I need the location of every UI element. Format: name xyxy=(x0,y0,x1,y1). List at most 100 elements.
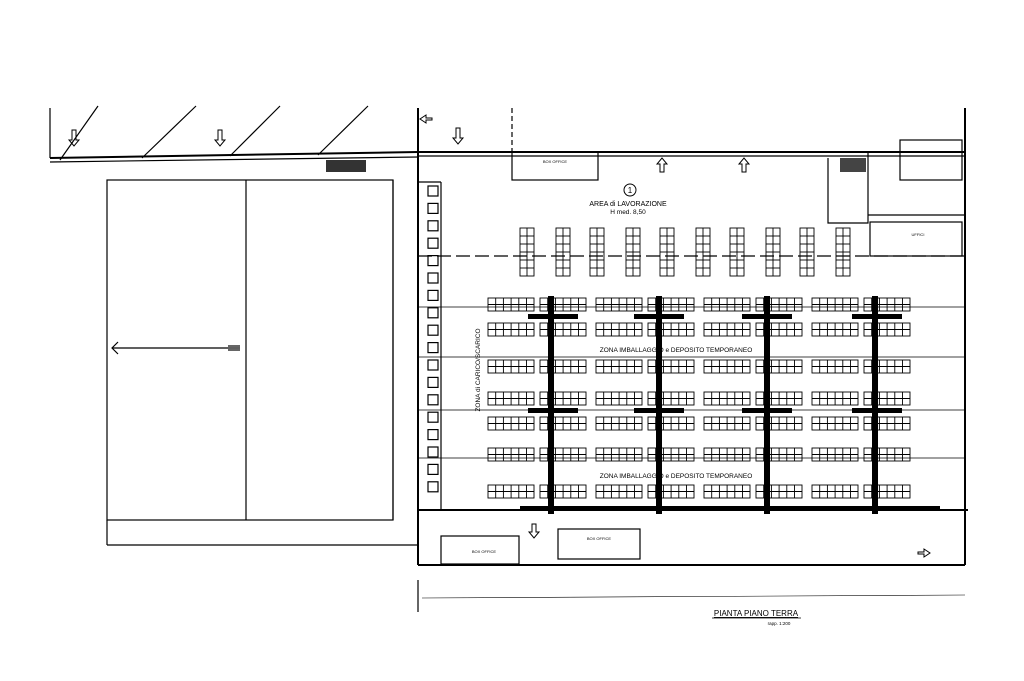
exit-arrow-icon xyxy=(737,157,751,173)
shelf-unit xyxy=(595,416,643,431)
dock-door xyxy=(427,289,439,301)
shelf-unit xyxy=(863,297,911,312)
rack-unit xyxy=(765,227,781,277)
shelf-unit xyxy=(703,297,751,312)
shelf-unit xyxy=(863,322,911,337)
drawing-scale: rapp. 1:200 xyxy=(768,621,791,626)
dock-door xyxy=(427,481,439,493)
shelf-unit xyxy=(595,484,643,499)
shelf-unit xyxy=(755,322,803,337)
conveyor-bar-3 xyxy=(742,314,792,319)
exit-arrow-icon xyxy=(451,127,465,145)
services-room xyxy=(899,139,963,181)
shelf-unit xyxy=(755,447,803,462)
shelf-unit xyxy=(647,391,695,406)
loading-zone-label: ZONA di CARICO/SCARICO xyxy=(475,328,482,411)
canopy-hatch-2 xyxy=(141,105,197,159)
box-office-top-label: BOX OFFICE xyxy=(543,159,568,164)
dock-door xyxy=(427,272,439,284)
shelf-unit xyxy=(703,484,751,499)
shelf-unit xyxy=(487,359,535,374)
conveyor-bar-8 xyxy=(852,408,902,413)
shelf-unit xyxy=(647,484,695,499)
box-office-bottom-label: BOX OFFICE xyxy=(472,549,497,554)
shelf-unit xyxy=(703,447,751,462)
exit-arrows xyxy=(67,114,931,558)
exit-arrow-icon xyxy=(419,114,433,124)
shelf-unit xyxy=(647,297,695,312)
shelf-unit xyxy=(703,416,751,431)
shelf-unit xyxy=(647,322,695,337)
shelf-unit xyxy=(539,359,587,374)
shelf-unit xyxy=(811,359,859,374)
shelf-unit xyxy=(703,322,751,337)
plan-labels: 1 AREA di LAVORAZIONE H med. 8,50 ZONA I… xyxy=(472,159,925,626)
shelf-unit xyxy=(863,391,911,406)
zone-number: 1 xyxy=(628,186,633,195)
rack-unit xyxy=(519,227,535,277)
rack-unit xyxy=(589,227,605,277)
shelf-unit xyxy=(811,416,859,431)
dock-door xyxy=(427,429,439,441)
shelf-unit xyxy=(487,322,535,337)
dock-door xyxy=(427,237,439,249)
shelf-unit xyxy=(539,416,587,431)
dock-door xyxy=(427,342,439,354)
shelf-unit xyxy=(863,359,911,374)
shelf-unit xyxy=(863,416,911,431)
conveyor-columns xyxy=(326,158,940,514)
conveyor-bar-6 xyxy=(634,408,684,413)
dock-door xyxy=(427,463,439,475)
box-office-bottom-room xyxy=(440,535,520,565)
title-frame-line xyxy=(421,594,966,599)
exit-arrow-icon xyxy=(67,129,81,147)
shelf-unit xyxy=(487,416,535,431)
shelf-unit xyxy=(647,416,695,431)
shelf-unit xyxy=(863,484,911,499)
rack-unit xyxy=(695,227,711,277)
rack-unit xyxy=(555,227,571,277)
dock-door xyxy=(427,255,439,267)
building-structure xyxy=(49,105,968,612)
work-area-title: AREA di LAVORAZIONE xyxy=(589,201,667,208)
conveyor-column-2 xyxy=(656,296,662,514)
rack-unit xyxy=(835,227,851,277)
shelf-unit xyxy=(539,447,587,462)
exit-arrow-icon xyxy=(213,129,227,147)
shelf-unit xyxy=(811,484,859,499)
shelf-unit xyxy=(647,447,695,462)
conveyor-bar-5 xyxy=(528,408,578,413)
work-area-height: H med. 8,50 xyxy=(610,209,646,216)
dock-door xyxy=(427,185,439,197)
conveyor-column-3 xyxy=(764,296,770,514)
shelf-unit xyxy=(487,297,535,312)
shelf-unit xyxy=(487,391,535,406)
shelf-unit xyxy=(595,322,643,337)
dock-door xyxy=(427,359,439,371)
stairs-right xyxy=(840,158,866,172)
shelf-unit xyxy=(755,391,803,406)
work-area-racks xyxy=(519,227,851,277)
canopy-hatch-3 xyxy=(229,105,281,157)
uffici-room xyxy=(869,221,963,257)
uffici-label: UFFICI xyxy=(912,232,925,237)
zone-number-circle xyxy=(623,183,637,197)
shelf-unit xyxy=(595,297,643,312)
rack-unit xyxy=(659,227,675,277)
box-office-mid-room xyxy=(557,528,641,560)
dock-door xyxy=(427,376,439,388)
dock-door xyxy=(427,446,439,458)
canopy-hatch-4 xyxy=(317,105,369,156)
shelf-unit xyxy=(539,322,587,337)
shelf-unit xyxy=(539,484,587,499)
dock-door xyxy=(427,307,439,319)
canopy-hatch-1 xyxy=(59,105,99,161)
conveyor-bar-2 xyxy=(634,314,684,319)
shelf-unit xyxy=(703,359,751,374)
conveyor-bar-4 xyxy=(852,314,902,319)
shelf-unit xyxy=(595,359,643,374)
canopy-front-line xyxy=(49,151,419,159)
dock-door xyxy=(427,220,439,232)
yard-arrow-head xyxy=(111,341,119,355)
